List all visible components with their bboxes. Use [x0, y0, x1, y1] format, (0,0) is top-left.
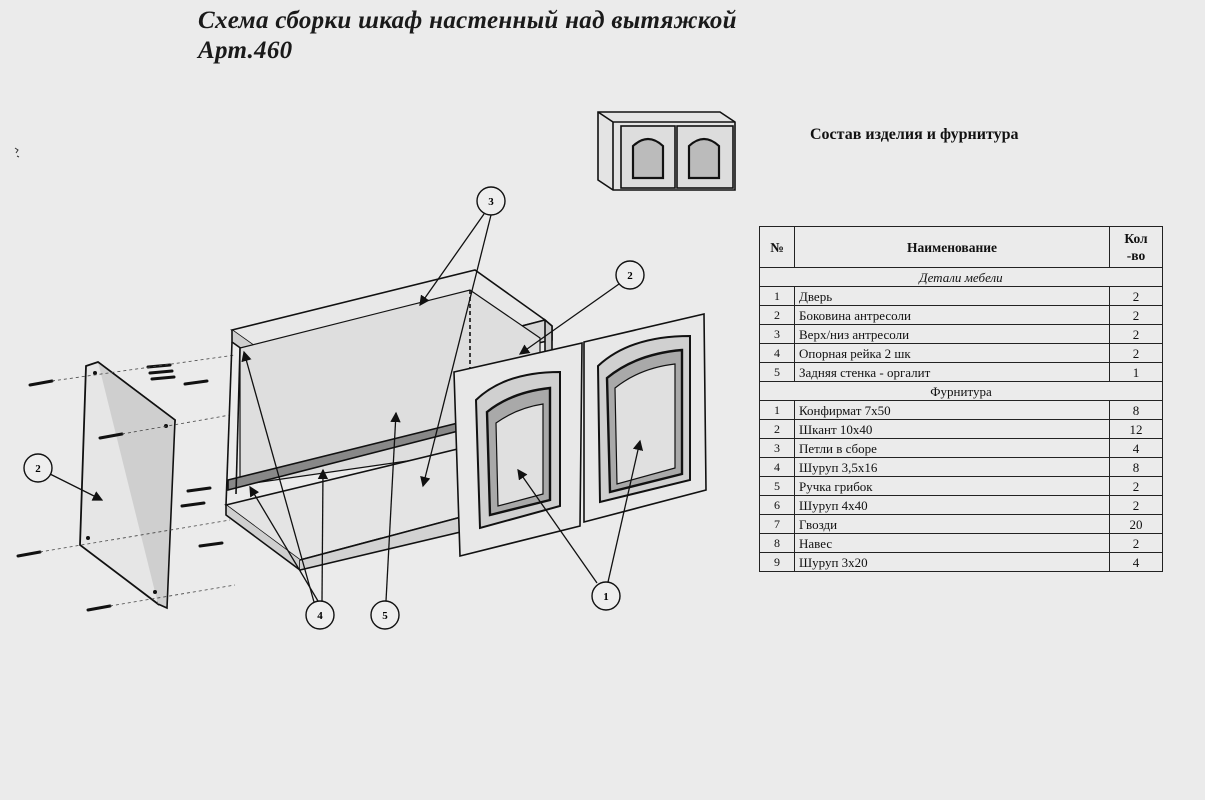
title-line-2: Арт.460	[198, 37, 293, 64]
cell-num: 3	[759, 324, 795, 344]
svg-text:5: 5	[382, 610, 388, 622]
cell-num: 5	[759, 476, 795, 496]
cell-qty: 2	[1109, 343, 1163, 363]
cell-qty: 4	[1109, 438, 1163, 458]
leader-lines	[49, 213, 644, 603]
cell-qty: 20	[1109, 514, 1163, 534]
section-row-parts: Детали мебели	[759, 267, 1163, 287]
callout-doors: 1	[591, 581, 621, 611]
cell-name: Боковина антресоли	[794, 305, 1110, 325]
cell-name: Ручка грибок	[794, 476, 1110, 496]
callout-top-panel: 3	[476, 186, 506, 216]
cell-qty: 1	[1109, 362, 1163, 382]
composition-heading: Состав изделия и фурнитура	[810, 126, 1019, 143]
scan-speck	[14, 147, 20, 158]
cell-name: Дверь	[794, 286, 1110, 306]
cell-qty: 8	[1109, 400, 1163, 420]
callout-back-wall: 5	[370, 600, 400, 630]
cell-name: Навес	[794, 533, 1110, 553]
door-left	[453, 341, 583, 558]
title-line-1: Схема сборки шкаф настенный над вытяжкой	[198, 7, 737, 34]
cell-name: Петли в сборе	[794, 438, 1110, 458]
door-right	[583, 312, 707, 524]
cell-qty: 2	[1109, 286, 1163, 306]
callout-side-panel-right: 2	[615, 260, 645, 290]
cell-num: 6	[759, 495, 795, 515]
cell-name: Конфирмат 7х50	[794, 400, 1110, 420]
cell-num: 5	[759, 362, 795, 382]
cell-num: 3	[759, 438, 795, 458]
cell-num: 9	[759, 552, 795, 572]
svg-text:1: 1	[603, 591, 609, 603]
header-qty: Кол-во	[1109, 226, 1163, 268]
assembly-guide-lines	[39, 354, 236, 607]
cabinet-preview	[597, 111, 736, 191]
cell-qty: 4	[1109, 552, 1163, 572]
cell-qty: 2	[1109, 305, 1163, 325]
cell-num: 1	[759, 400, 795, 420]
section-row-hardware: Фурнитура	[759, 381, 1163, 401]
svg-text:2: 2	[627, 270, 633, 282]
svg-text:2: 2	[35, 463, 41, 475]
header-name: Наименование	[794, 226, 1110, 268]
cell-qty: 2	[1109, 324, 1163, 344]
cell-num: 4	[759, 457, 795, 477]
cell-qty: 2	[1109, 533, 1163, 553]
cell-num: 7	[759, 514, 795, 534]
cell-name: Шкант 10х40	[794, 419, 1110, 439]
cell-qty: 2	[1109, 476, 1163, 496]
table-header-row: № Наименование Кол-во	[759, 226, 1163, 268]
header-num: №	[759, 226, 795, 268]
cell-name: Верх/низ антресоли	[794, 324, 1110, 344]
callout-side-panel-left: 2	[23, 453, 53, 483]
svg-text:4: 4	[317, 610, 323, 622]
cell-num: 2	[759, 419, 795, 439]
cell-name: Опорная рейка 2 шк	[794, 343, 1110, 363]
callout-support-rail: 4	[305, 600, 335, 630]
cell-qty: 12	[1109, 419, 1163, 439]
cell-name: Задняя стенка - оргалит	[794, 362, 1110, 382]
cell-num: 8	[759, 533, 795, 553]
svg-text:3: 3	[488, 196, 494, 208]
side-panel-left	[79, 360, 176, 610]
cell-qty: 2	[1109, 495, 1163, 515]
cell-num: 2	[759, 305, 795, 325]
cell-name: Шуруп 3,5х16	[794, 457, 1110, 477]
cell-name: Шуруп 4х40	[794, 495, 1110, 515]
cell-name: Гвозди	[794, 514, 1110, 534]
cell-num: 4	[759, 343, 795, 363]
diagram-title: Схема сборки шкаф настенный над вытяжкой…	[198, 6, 737, 66]
cell-qty: 8	[1109, 457, 1163, 477]
cell-num: 1	[759, 286, 795, 306]
cell-name: Шуруп 3х20	[794, 552, 1110, 572]
